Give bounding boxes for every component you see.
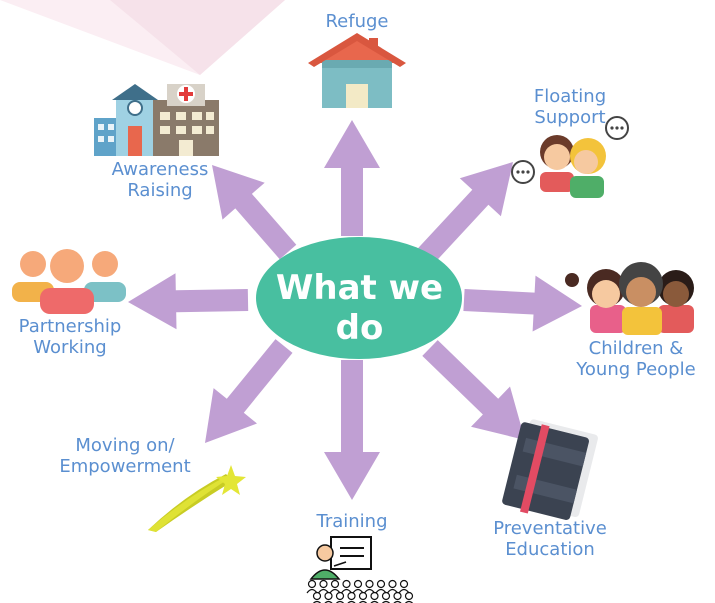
label-children-line1: Children & (588, 338, 684, 359)
arrow-floating (415, 162, 513, 266)
audience-head (307, 579, 317, 589)
audience-body (381, 600, 391, 603)
audience-body (347, 600, 356, 603)
audience-body (387, 588, 398, 594)
buildings-icon (94, 84, 219, 156)
audience-body (341, 588, 352, 594)
label-floating-support: Floating Support (520, 86, 620, 128)
arrow-partnership (128, 273, 249, 330)
audience-head (335, 591, 345, 601)
label-refuge-line1: Refuge (325, 11, 389, 32)
audience-head (358, 591, 368, 601)
shooting-star-icon (148, 465, 246, 532)
center-ellipse (256, 237, 462, 359)
label-preventative-line2: Education (505, 539, 595, 560)
audience-body (352, 588, 364, 594)
audience-head (399, 579, 409, 589)
audience-head (404, 591, 414, 601)
label-partnership-line2: Working (33, 337, 107, 358)
label-awareness-line1: Awareness (111, 159, 209, 180)
audience-head (312, 591, 322, 601)
label-preventative-line1: Preventative (493, 518, 607, 539)
audience-body (404, 600, 414, 603)
decorative-shape-shadow (110, 0, 285, 75)
label-awareness-line2: Raising (127, 180, 193, 201)
audience-body (393, 600, 402, 603)
children-group-icon (565, 262, 694, 335)
label-children-line2: Young People (576, 359, 696, 380)
arrow-refuge (324, 120, 380, 236)
center-title-line1: What we (275, 268, 444, 308)
label-moving-on: Moving on/ Empowerment (55, 435, 195, 477)
house-icon (308, 33, 406, 108)
label-children: Children & Young People (566, 338, 706, 380)
label-refuge: Refuge (307, 11, 407, 32)
audience-head (381, 591, 391, 601)
audience-head (376, 579, 386, 589)
people-group-icon (12, 249, 126, 314)
label-preventative: Preventative Education (485, 518, 615, 560)
audience-head (330, 579, 340, 589)
audience-body (306, 588, 318, 594)
audience-head (353, 579, 363, 589)
audience-body (329, 588, 341, 594)
audience-head (324, 591, 333, 601)
audience-body (312, 600, 322, 603)
audience-head (347, 591, 356, 601)
label-awareness: Awareness Raising (100, 159, 220, 201)
label-partnership-line1: Partnership (18, 316, 122, 337)
center-title-line2: do (335, 308, 384, 348)
audience-head (319, 579, 328, 589)
center-title: What we do (257, 268, 462, 348)
audience-head (388, 579, 397, 589)
label-floating-support-line1: Floating (533, 86, 607, 107)
label-moving-on-line2: Empowerment (59, 456, 191, 477)
arrow-training (324, 360, 380, 500)
audience-body (324, 600, 333, 603)
audience-head (393, 591, 402, 601)
audience-head (342, 579, 351, 589)
audience-head (365, 579, 374, 589)
arrow-moving-on (205, 339, 293, 443)
arrow-awareness (212, 165, 297, 260)
audience-body (375, 588, 387, 594)
arrow-children (463, 275, 582, 332)
label-moving-on-line1: Moving on/ (75, 435, 175, 456)
label-training-line1: Training (316, 511, 388, 532)
book-icon (502, 419, 598, 520)
audience-head (370, 591, 379, 601)
audience-body (335, 600, 345, 603)
audience-body (398, 588, 410, 594)
label-partnership: Partnership Working (10, 316, 130, 358)
audience-body (358, 600, 368, 603)
label-training: Training (302, 511, 402, 532)
arrow-preventative (422, 340, 525, 440)
chatting-people-icon (511, 116, 629, 198)
label-floating-support-line2: Support (534, 107, 606, 128)
presenter-icon (309, 536, 372, 580)
audience-body (370, 600, 379, 603)
audience-body (364, 588, 375, 594)
audience-row-icon (306, 579, 414, 603)
arrows-group (128, 120, 582, 500)
audience-body (318, 588, 329, 594)
